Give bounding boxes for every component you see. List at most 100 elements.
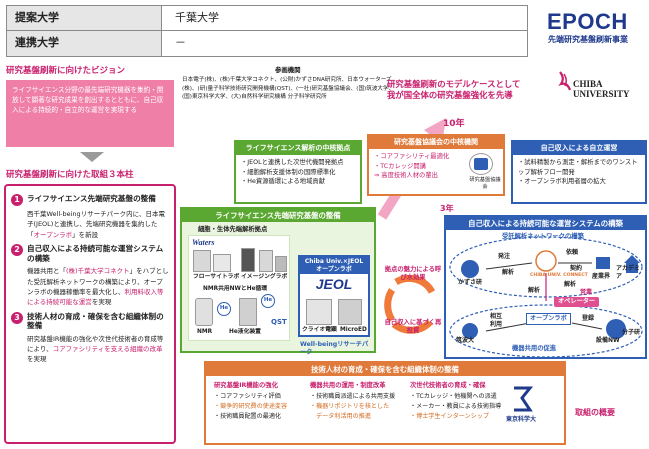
- number-3-icon: 3: [11, 311, 23, 324]
- register-label: 登録: [582, 315, 595, 322]
- nmr-label: NMR: [197, 329, 213, 335]
- info-label: 連携大学: [7, 31, 162, 56]
- hr-column-title: 機器共用の運用・制度改革: [310, 382, 386, 389]
- kazusa-label: かずさ研: [458, 279, 483, 286]
- council-hub-list: ・コアファシリティ最適化 ・TCカレッジ開講 ⇒ 高度技術人材の輩出: [369, 149, 503, 184]
- cell-analysis-label: 細胞・生体先端解析拠点: [198, 226, 268, 233]
- network-label: 受託解析ネットワークの構築: [502, 233, 584, 240]
- chiba-jeol-label: Chiba Univ.×JEOL: [304, 258, 364, 265]
- self-revenue-title: 自己収入による自立運営: [513, 142, 645, 155]
- imaging-device-icon: [241, 248, 255, 272]
- self-revenue-list: ・試料精製から測定・解析までのワンストップ解析フロー開発 ・オープンラボ利用者層…: [513, 155, 645, 190]
- tokyo-science-university-logo-icon: [514, 386, 534, 412]
- council-hub-title: 研究基盤協議会の中核機関: [369, 136, 503, 149]
- academia-label: アカデミア: [616, 265, 641, 280]
- connect-logo: CHIBA UNIV. CONNECT: [530, 273, 588, 278]
- open-lab-header: Chiba Univ.×JEOL オープンラボ: [300, 257, 368, 274]
- cycle-arrows-icon: [384, 274, 436, 334]
- pillar-2-head: 2 自己収入による持続可能な運営システムの構築: [11, 244, 169, 263]
- list-item: ・コアファシリティ評価: [214, 392, 281, 400]
- cryo-em-icon: [306, 299, 332, 325]
- council-hub-box: 研究基盤協議会の中核機関 ・コアファシリティ最適化 ・TCカレッジ開講 ⇒ 高度…: [367, 134, 505, 196]
- council-logo-icon: [469, 153, 493, 175]
- self-revenue-box: 自己収入による自立運営 ・試料精製から測定・解析までのワンストップ解析フロー開発…: [511, 140, 647, 204]
- epoch-logo: EPOCH: [547, 9, 628, 34]
- nmr-network-label: NMR共用NWとHe循環: [203, 286, 268, 292]
- list-item: ・博士学生インターンシップ: [410, 413, 489, 421]
- analysis-label: 解析: [502, 269, 515, 276]
- list-item: ・メーカー・教員による技術指導: [410, 403, 502, 411]
- cycle-attraction-label: 拠点の魅力による呼び水効果: [384, 266, 442, 282]
- pillar-2-emphasis-1: (株)千葉大学コネクト: [66, 267, 130, 276]
- pillar-1-text: 西千葉Well-beingリサーチパーク内に、日本電子(JEOL)と連携し、先端…: [27, 210, 165, 239]
- industry-label: 産業界: [592, 273, 611, 280]
- tsukuba-label: 筑波大: [456, 337, 475, 344]
- chiba-logo-line-1: CHIBA: [573, 79, 603, 89]
- microed-icon: [338, 299, 362, 325]
- pillars-box: 1 ライフサイエンス先端研究基盤の整備 西千葉Well-beingリサーチパーク…: [4, 184, 176, 444]
- helium-icon: He: [261, 294, 275, 308]
- pillar-2-title: 自己収入による持続可能な運営システムの構築: [27, 244, 164, 263]
- pillar-3-emphasis: コアファシリティを支える組織の改革: [52, 345, 163, 354]
- chiba-university-emblem-icon: [558, 71, 572, 91]
- operator-badge: オペレーター: [554, 297, 600, 307]
- number-2-icon: 2: [11, 244, 23, 257]
- equipment-network-label: 設備NW: [596, 337, 620, 344]
- cell-analysis-panel: Waters フローサイトラボ イメージングラボ NMR共用NWとHe循環 He…: [188, 235, 290, 341]
- network-diagram: [449, 236, 643, 358]
- cryo-em-label: クライオ電顕: [302, 327, 337, 333]
- waters-logo: Waters: [192, 238, 215, 247]
- sales-label: 営業: [580, 289, 593, 296]
- list-item: ・試料精製から測定・解析までのワンストップ解析フロー開発: [518, 158, 638, 176]
- hr-column-ir: 研究基盤IR機能の強化 ・コアファシリティ評価 ・競争的研究費の使途変容 ・技術…: [214, 381, 287, 423]
- members-list: 日本電子(株)、(株)千葉大学コネクト、(公財)かずさDNA研究所、日本ウォータ…: [182, 77, 395, 101]
- pillar-1-emphasis: オープンラボ: [33, 230, 73, 239]
- flow-lab-label: フローサイトラボ: [193, 274, 240, 280]
- hr-column-title: 次世代技術者の育成・確保: [410, 382, 486, 389]
- list-item: ・JEOLと連携した次世代機開発拠点: [241, 158, 344, 166]
- life-science-hub-title: ライフサイエンス解析の中核拠点: [236, 142, 360, 155]
- flow-cytometer-icon: [213, 254, 231, 272]
- sustainable-system-title: 自己収入による持続可能な運営システムの構築: [446, 217, 645, 231]
- imaging-lab-label: イメージングラボ: [241, 274, 288, 280]
- info-table: 提案大学 千葉大学 連携大学 －: [6, 5, 528, 57]
- info-value: －: [175, 36, 186, 49]
- list-item: ・細胞解析支援体制の国際標準化: [241, 168, 336, 176]
- list-item: データ利活用の推進: [310, 413, 371, 421]
- analysis-label: 解析: [564, 281, 577, 288]
- year-3-label: 3年: [440, 204, 454, 213]
- open-lab-label: オープンラボ: [316, 265, 352, 273]
- list-item: ・オープンラボ利用者層の拡大: [518, 178, 606, 186]
- pillar-2-text: 機器共用と「: [27, 267, 66, 276]
- list-item: ・TCカレッジ・他機関への派遣: [410, 392, 497, 400]
- analysis-label: 解析: [528, 287, 541, 294]
- microed-label: MicroED: [340, 327, 367, 333]
- down-arrow-icon: [80, 152, 104, 162]
- list-item: ・He資源循環による地域貢献: [241, 178, 325, 186]
- mutual-use-label: 相互利用: [490, 313, 503, 328]
- hr-box: 技術人材の育成・確保を含む組織体制の整備 研究基盤IR機能の強化 ・コアファシリ…: [204, 361, 566, 445]
- pillar-1-body: 西千葉Well-beingリサーチパーク内に、日本電子(JEOL)と連携し、先端…: [11, 209, 169, 240]
- flow-cytometer-icon: [193, 250, 211, 272]
- equipment-sharing-label: 機器共用の促進: [512, 345, 557, 352]
- sustainable-system-box: 自己収入による持続可能な運営システムの構築 受託解析ネットワークの構築 かずさ研…: [444, 215, 647, 359]
- pillar-3-text: 研究基盤IR機能の強化や次世代技術者の育成等により、: [27, 334, 164, 354]
- footer-label: 取組の概要: [575, 408, 615, 417]
- list-item: ⇒ 高度技術人材の輩出: [374, 172, 438, 180]
- life-science-infra-title: ライフサイエンス先端研究基盤の整備: [182, 209, 374, 223]
- imaging-device-icon: [275, 256, 287, 272]
- hr-column-sharing: 機器共用の運用・制度改革 ・技術職員派遣による共用支援 ・機器リポジトリを核とし…: [310, 381, 395, 423]
- model-case-text: 研究基盤刷新のモデルケースとして 我が国全体の研究基盤強化を先導: [387, 79, 520, 101]
- chiba-university-logo: CHIBA UNIVERSITY: [573, 79, 630, 100]
- hr-title: 技術人材の育成・確保を含む組織体制の整備: [206, 363, 564, 377]
- vision-title: 研究基盤刷新に向けたビジョン: [6, 66, 126, 76]
- cycle-reinvest-label: 自己収入に基づく再投資: [384, 319, 442, 335]
- wellbeing-park-label: Well-beingリサーチパーク: [300, 341, 369, 356]
- life-science-hub-box: ライフサイエンス解析の中核拠点 ・JEOLと連携した次世代機開発拠点 ・細胞解析…: [234, 140, 362, 204]
- pillar-2-body: 機器共用と「(株)千葉大学コネクト」をハブとした受託解析ネットワークの構築により…: [11, 266, 169, 308]
- qst-logo: QST: [271, 318, 287, 326]
- members-title: 参画機関: [275, 66, 301, 74]
- info-label: 提案大学: [7, 6, 162, 30]
- imaging-device-icon: [259, 250, 273, 272]
- chiba-logo-line-2: UNIVERSITY: [573, 88, 630, 99]
